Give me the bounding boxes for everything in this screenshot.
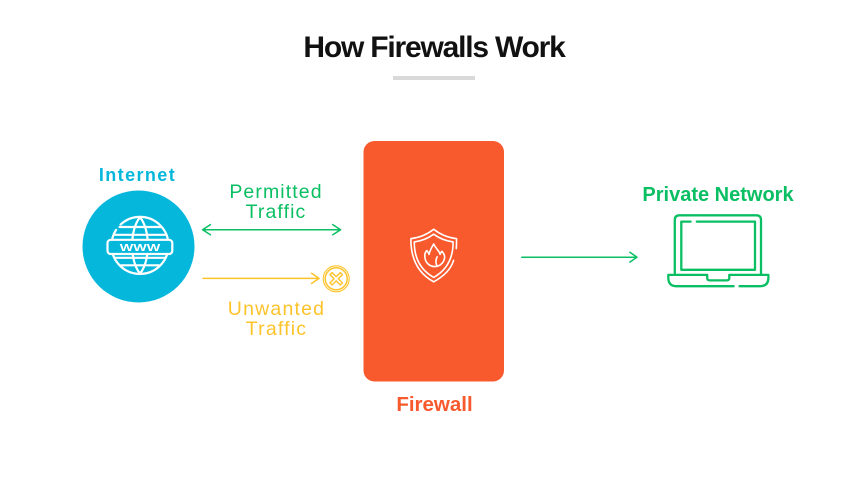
- svg-text:WWW: WWW: [120, 242, 161, 254]
